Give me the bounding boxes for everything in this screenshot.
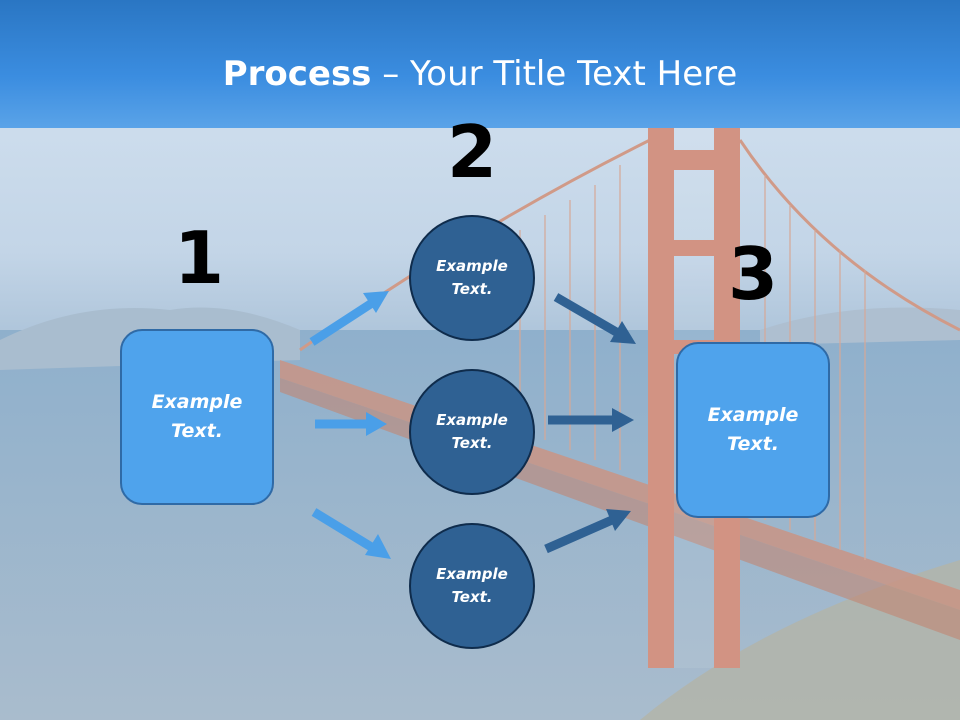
step-1-text-line1: Example — [151, 391, 243, 413]
title-rest: – Your Title Text Here — [371, 54, 738, 94]
circle-bottom-text-line1: Example — [436, 565, 508, 583]
circle-middle-text-line1: Example — [436, 411, 508, 429]
title-bar — [0, 0, 960, 128]
step-number-3: 3 — [727, 232, 779, 316]
arrow-down-right-2 — [553, 293, 636, 344]
circle-middle-text-line2: Text. — [451, 434, 493, 452]
arrow-right-1 — [315, 412, 387, 436]
circle-bottom-text-line2: Text. — [451, 588, 493, 606]
step-number-2: 2 — [446, 110, 498, 194]
title-bold: Process — [222, 54, 372, 94]
arrow-right-2 — [548, 408, 634, 432]
step-1-text-line2: Text. — [171, 420, 223, 442]
step-3-text-line1: Example — [707, 404, 799, 426]
circle-top-text-line1: Example — [436, 257, 508, 275]
page-title: Process – Your Title Text Here — [0, 52, 960, 96]
step-3-text-line2: Text. — [727, 433, 779, 455]
arrow-up-right-1 — [309, 291, 389, 346]
arrow-down-right-1 — [311, 508, 391, 559]
step-number-1: 1 — [173, 216, 225, 300]
arrow-up-right-2 — [544, 509, 631, 554]
circle-top-text-line2: Text. — [451, 280, 493, 298]
